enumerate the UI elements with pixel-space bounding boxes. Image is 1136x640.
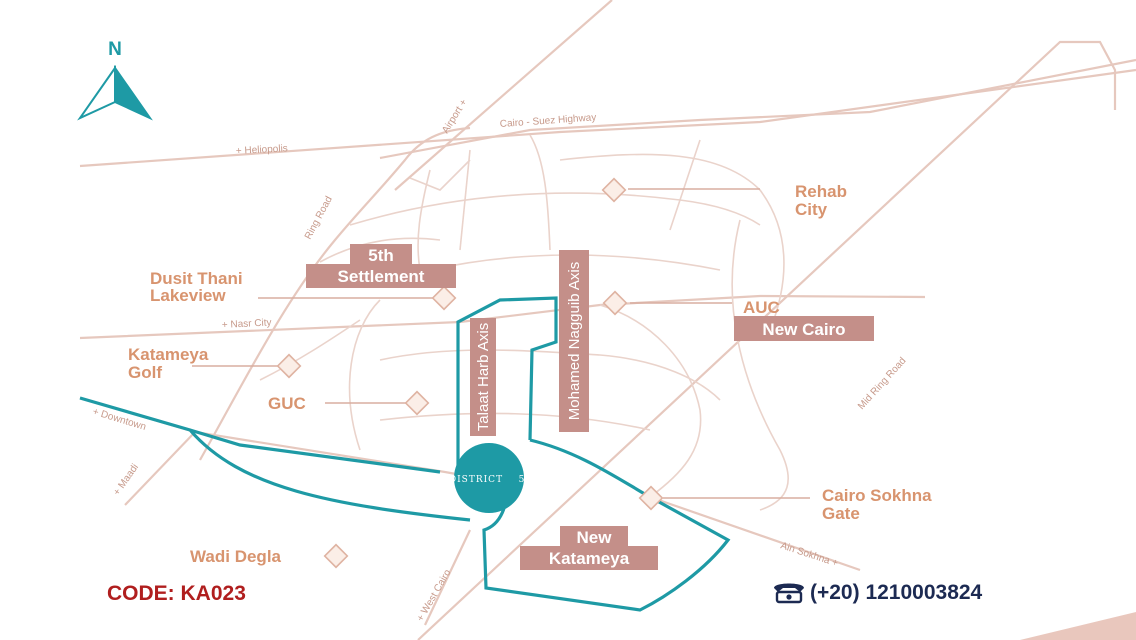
- auc-marker-icon: [602, 290, 628, 316]
- new-cairo-box: New Cairo: [734, 316, 874, 341]
- teal-downtown-road: [79, 396, 471, 522]
- teal-axis-loop: [456, 296, 558, 470]
- district5-number: 5: [519, 475, 526, 485]
- corner-decoration: [1020, 612, 1136, 640]
- svg-text:Settlement: Settlement: [338, 267, 425, 286]
- upper-arc-road: [349, 192, 761, 226]
- talaat-axis-box: Talaat Harb Axis: [470, 318, 496, 436]
- settlement-link-road: [319, 237, 441, 263]
- wadi-degla-label: Wadi Degla: [190, 547, 282, 566]
- dusit-label-1: Dusit Thani: [150, 269, 243, 288]
- naguib-axis-box: Mohamed Nagguib Axis: [559, 250, 589, 432]
- north-spur-road: [459, 149, 471, 251]
- telephone-icon: [774, 583, 804, 604]
- compass: N: [77, 39, 153, 121]
- mid-ring-road: [417, 40, 1117, 640]
- road-network: [79, 0, 1136, 640]
- naguib-axis-rect: [559, 250, 589, 432]
- svg-text:New: New: [577, 528, 613, 547]
- ring-road: [199, 126, 471, 461]
- heliopolis-label: + Heliopolis: [236, 143, 288, 157]
- inner-loop-road: [379, 349, 721, 401]
- talaat-axis-label: Talaat Harb Axis: [475, 323, 492, 431]
- teal-new-katameya-loop: [482, 438, 731, 612]
- rehab-spur-road: [669, 139, 701, 231]
- east-curve-road: [731, 219, 789, 511]
- leader-lines: [192, 188, 810, 499]
- teal-branch-road: [189, 428, 441, 474]
- maadi-road: [124, 431, 196, 506]
- naguib-north-road: [529, 134, 551, 251]
- district5-name: DISTRICT: [449, 475, 503, 485]
- district5-marker[interactable]: DISTRICT 5: [449, 443, 525, 513]
- rehab-ring-road: [559, 153, 785, 331]
- teal-road-network: [79, 296, 731, 612]
- auc-label: AUC: [743, 298, 780, 317]
- new-katameya-box: New Katameya: [520, 526, 658, 570]
- svg-text:5th: 5th: [368, 246, 394, 265]
- katameya-golf-label-1: Katameya: [128, 345, 209, 364]
- west-cairo-road: [424, 529, 471, 626]
- katameya-golf-marker-icon: [276, 353, 302, 379]
- lower-loop-road: [379, 412, 651, 431]
- interchange-road: [409, 159, 471, 191]
- ring-road-label: Ring Road: [303, 195, 335, 242]
- guc-label: GUC: [268, 394, 306, 413]
- north-letter: N: [108, 39, 122, 60]
- svg-text:New Cairo: New Cairo: [762, 320, 845, 339]
- sokhna-gate-marker-icon: [638, 485, 664, 511]
- fifth-spur-road: [417, 169, 431, 271]
- katameya-golf-label-2: Golf: [128, 363, 162, 382]
- road-labels: + Heliopolis Airport + Cairo - Suez High…: [91, 97, 908, 623]
- nasr-city-label: + Nasr City: [222, 317, 272, 331]
- listing-code: CODE: KA023: [107, 582, 246, 605]
- location-markers: [276, 177, 664, 569]
- svg-text:Katameya: Katameya: [549, 549, 630, 568]
- phone-number: (+20) 1210003824: [810, 581, 983, 604]
- cairo-suez-highway: [379, 58, 1136, 160]
- guc-marker-icon: [404, 390, 430, 416]
- place-labels: Rehab City Dusit Thani Lakeview Katameya…: [128, 182, 932, 566]
- north-arrow-fill-icon: [114, 64, 153, 121]
- wadi-degla-marker-icon: [323, 543, 349, 569]
- district5-circle: [454, 443, 524, 513]
- naguib-axis-label: Mohamed Nagguib Axis: [566, 262, 583, 420]
- golf-link-road: [259, 319, 361, 381]
- talaat-axis-rect: [470, 318, 496, 436]
- ain-sokhna-road: [649, 495, 861, 572]
- dusit-label-2: Lakeview: [150, 286, 226, 305]
- west-cairo-label: + West Cairo: [415, 567, 454, 623]
- north-arrow-icon: [77, 64, 116, 121]
- sokhna-gate-label-1: Cairo Sokhna: [822, 486, 932, 505]
- mid-ring-label: Mid Ring Road: [856, 355, 908, 412]
- ain-sokhna-label: Ain Sokhna +: [779, 540, 839, 569]
- airport-road: [394, 0, 613, 191]
- fifth-settlement-box: 5th Settlement: [306, 244, 456, 288]
- dusit-marker-icon: [431, 285, 457, 311]
- sokhna-gate-label-2: Gate: [822, 504, 860, 523]
- west-arc-road: [348, 299, 381, 451]
- phone-contact[interactable]: (+20) 1210003824: [774, 581, 983, 604]
- rehab-marker-icon: [601, 177, 627, 203]
- rehab-label-2: City: [795, 200, 828, 219]
- auc-curve-road: [599, 304, 702, 498]
- rehab-label-1: Rehab: [795, 182, 847, 201]
